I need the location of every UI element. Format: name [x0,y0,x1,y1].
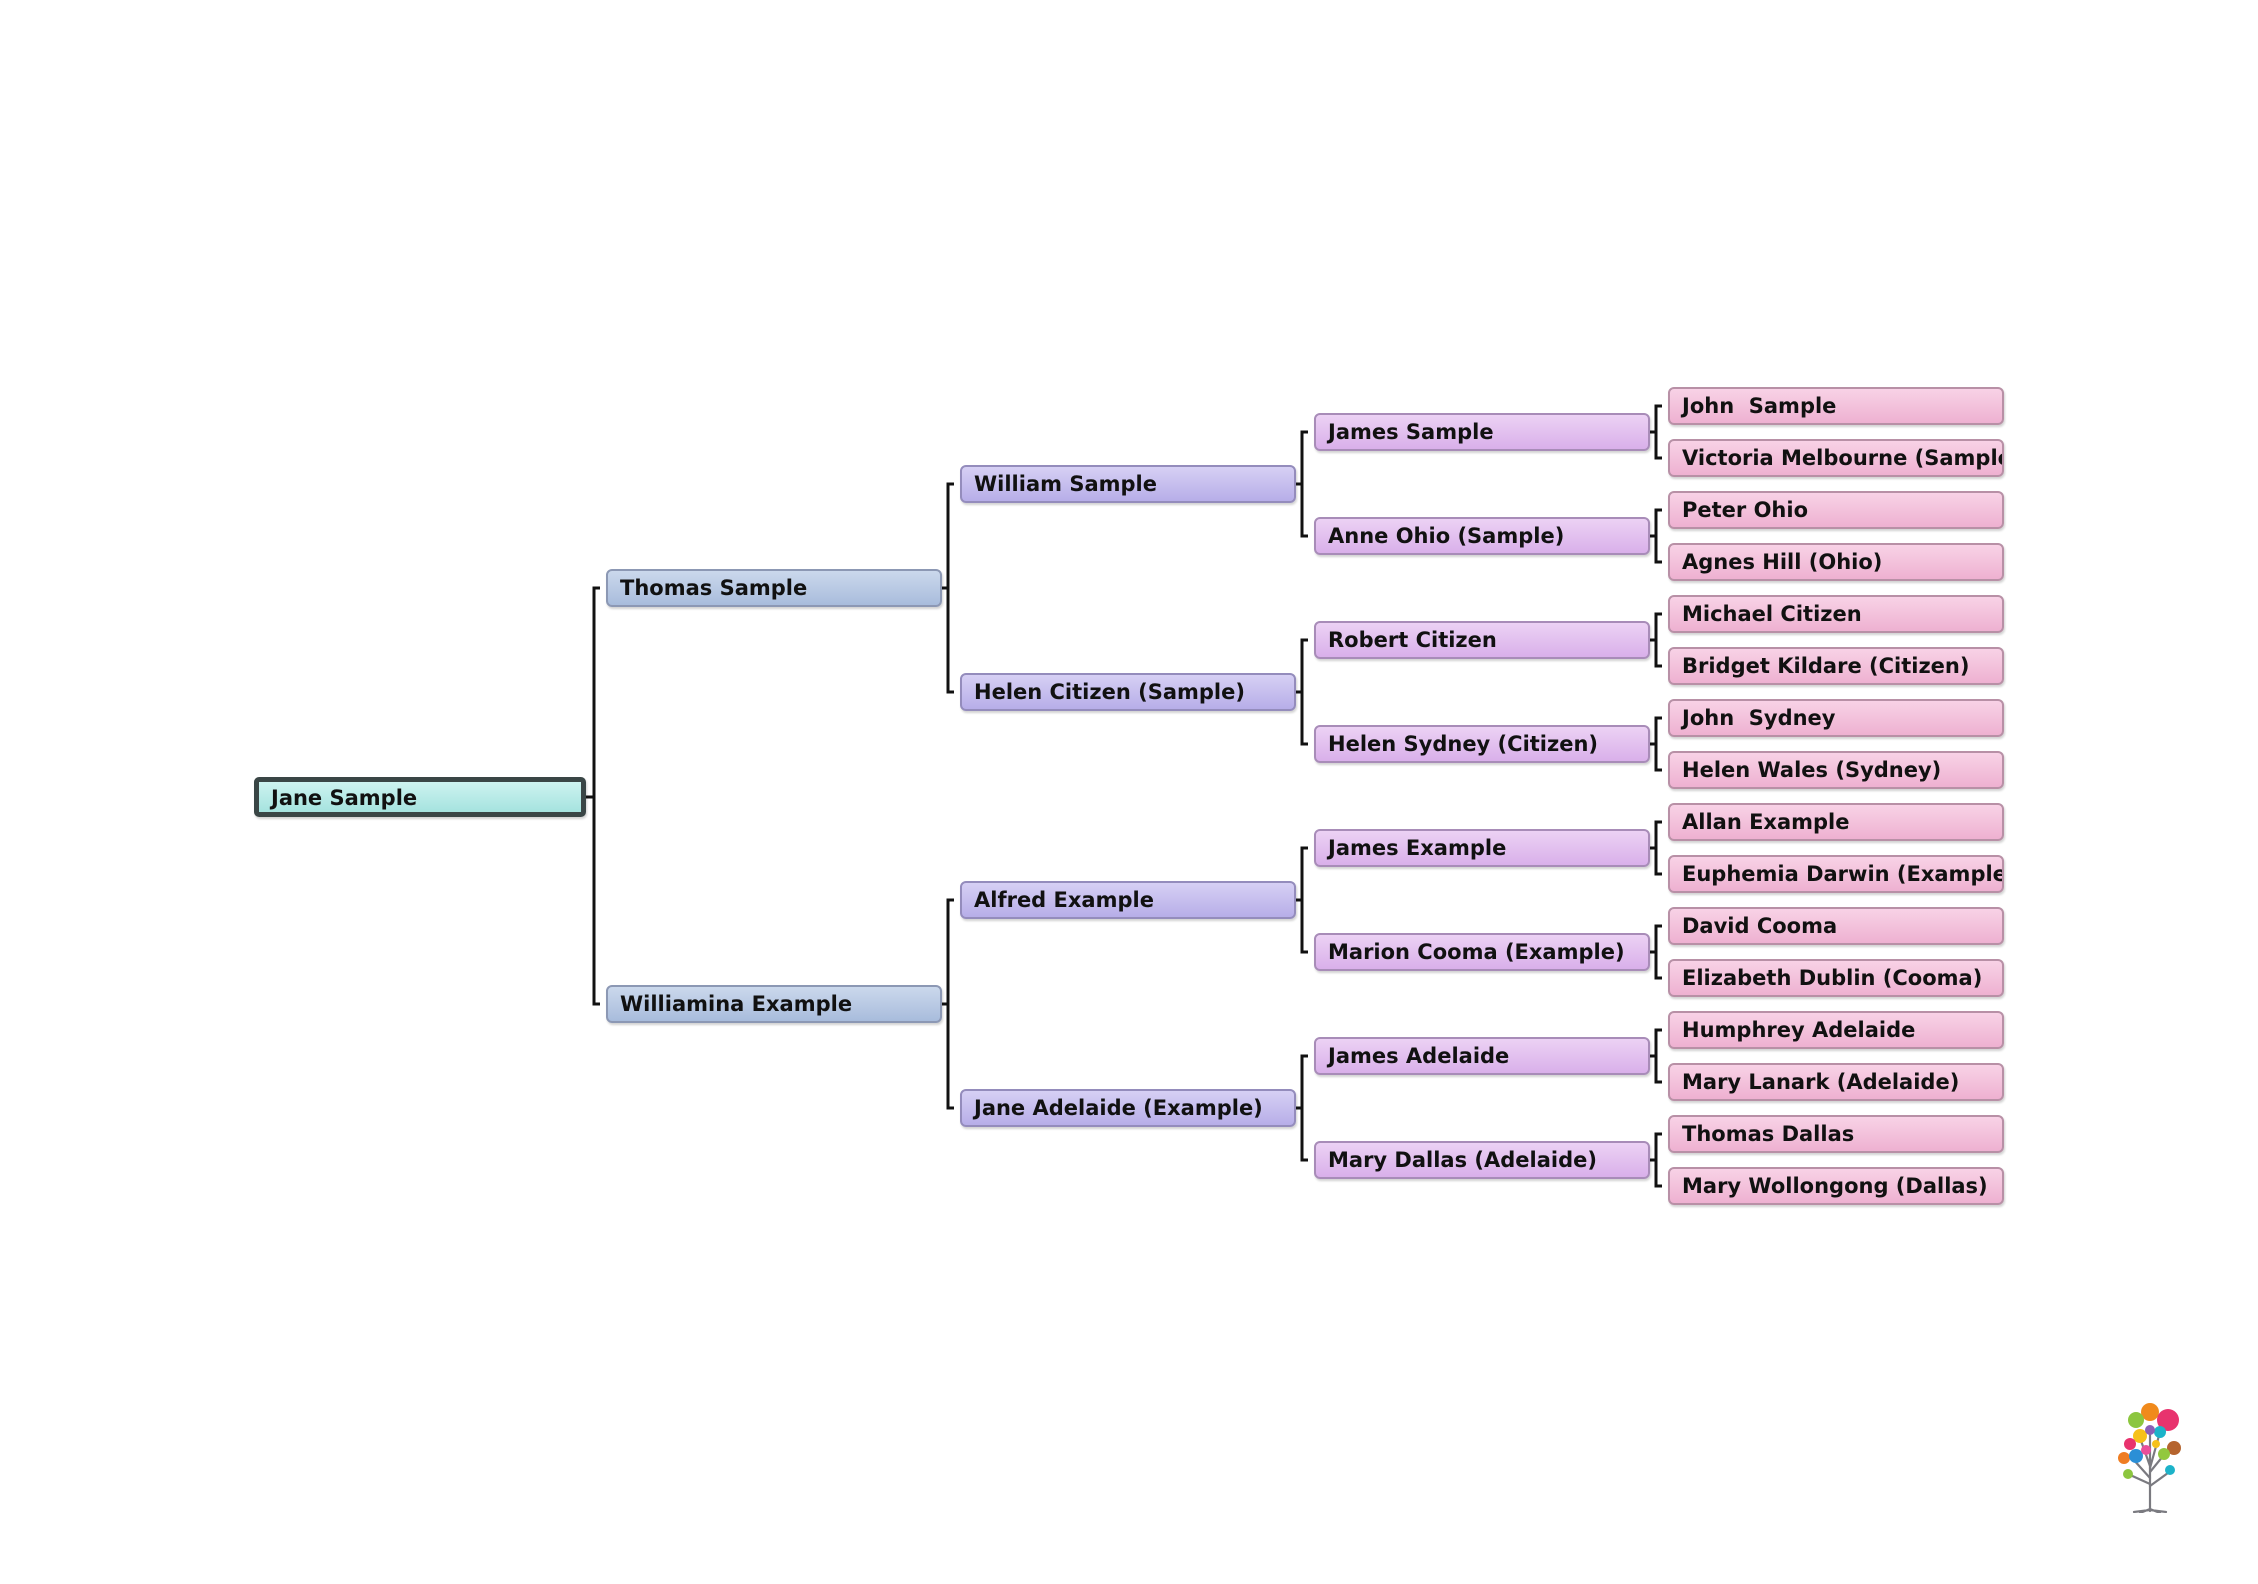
person-gen3-6[interactable]: Marion Cooma (Example) [1314,933,1650,971]
person-gen4-3[interactable]: Peter Ohio [1668,491,2004,529]
person-gen4-11[interactable]: David Cooma [1668,907,2004,945]
person-maternal-grandmother[interactable]: Jane Adelaide (Example) [960,1089,1296,1127]
connector-bracket-15 [1650,1132,1662,1188]
person-gen3-7[interactable]: James Adelaide [1314,1037,1650,1075]
connector-bracket-1 [586,586,600,1006]
connector-bracket-5 [1296,638,1308,746]
connector-bracket-4 [1296,430,1308,538]
person-gen4-6[interactable]: Bridget Kildare (Citizen) [1668,647,2004,685]
person-gen4-14[interactable]: Mary Lanark (Adelaide) [1668,1063,2004,1101]
connector-bracket-2 [942,482,954,694]
person-gen3-8[interactable]: Mary Dallas (Adelaide) [1314,1141,1650,1179]
person-gen4-10[interactable]: Euphemia Darwin (Example) [1668,855,2004,893]
person-root[interactable]: Jane Sample [254,777,586,817]
person-gen4-12[interactable]: Elizabeth Dublin (Cooma) [1668,959,2004,997]
person-gen4-2[interactable]: Victoria Melbourne (Sample) [1668,439,2004,477]
person-paternal-grandmother[interactable]: Helen Citizen (Sample) [960,673,1296,711]
connector-bracket-7 [1296,1054,1308,1162]
person-gen4-15[interactable]: Thomas Dallas [1668,1115,2004,1153]
person-gen3-2[interactable]: Anne Ohio (Sample) [1314,517,1650,555]
person-gen4-1[interactable]: John Sample [1668,387,2004,425]
person-gen3-5[interactable]: James Example [1314,829,1650,867]
person-gen4-4[interactable]: Agnes Hill (Ohio) [1668,543,2004,581]
connector-bracket-6 [1296,846,1308,954]
connector-bracket-13 [1650,924,1662,980]
person-gen4-7[interactable]: John Sydney [1668,699,2004,737]
person-gen3-3[interactable]: Robert Citizen [1314,621,1650,659]
connector-bracket-14 [1650,1028,1662,1084]
connector-bracket-12 [1650,820,1662,876]
person-gen4-9[interactable]: Allan Example [1668,803,2004,841]
connector-bracket-3 [942,898,954,1110]
connector-bracket-11 [1650,716,1662,772]
person-father[interactable]: Thomas Sample [606,569,942,607]
family-tree-logo-icon [2118,1403,2181,1513]
person-gen3-1[interactable]: James Sample [1314,413,1650,451]
person-gen4-5[interactable]: Michael Citizen [1668,595,2004,633]
person-gen4-8[interactable]: Helen Wales (Sydney) [1668,751,2004,789]
person-gen4-13[interactable]: Humphrey Adelaide [1668,1011,2004,1049]
person-mother[interactable]: Williamina Example [606,985,942,1023]
person-gen3-4[interactable]: Helen Sydney (Citizen) [1314,725,1650,763]
connector-bracket-10 [1650,612,1662,668]
connector-bracket-8 [1650,404,1662,460]
connector-bracket-9 [1650,508,1662,564]
person-maternal-grandfather[interactable]: Alfred Example [960,881,1296,919]
person-paternal-grandfather[interactable]: William Sample [960,465,1296,503]
person-gen4-16[interactable]: Mary Wollongong (Dallas) [1668,1167,2004,1205]
